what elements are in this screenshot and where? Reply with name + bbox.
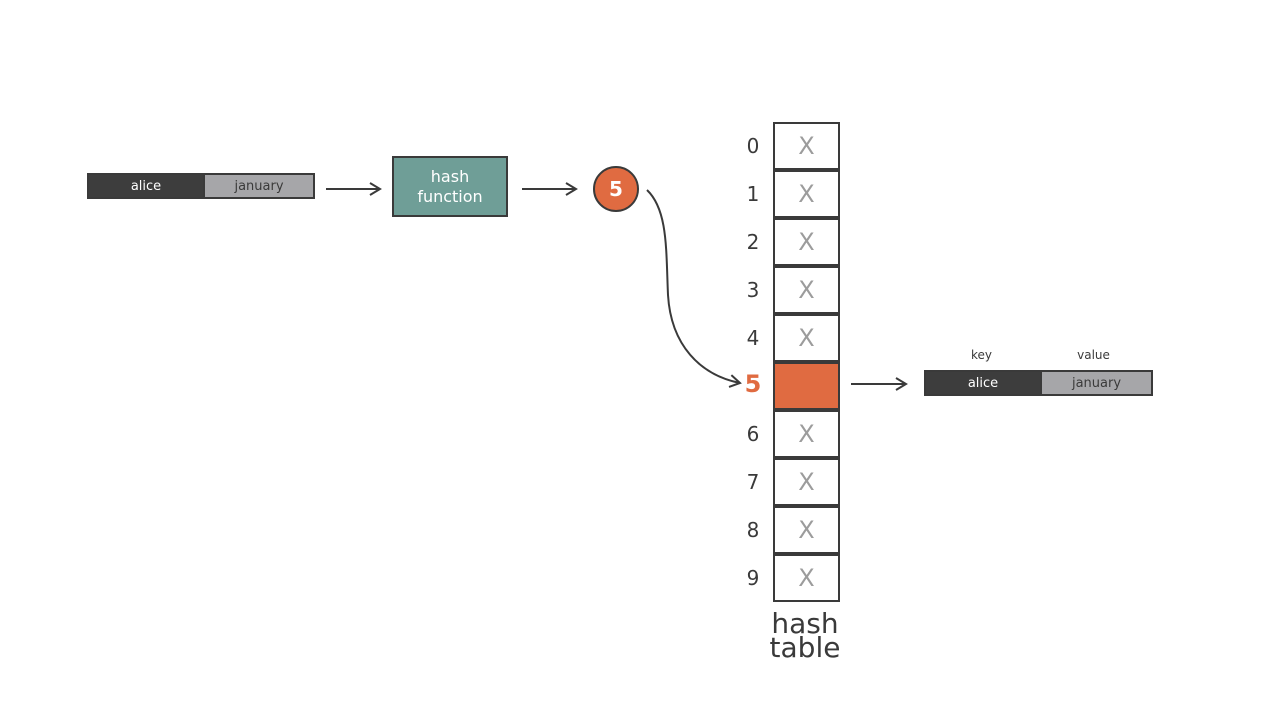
slot-marker: X	[798, 132, 815, 160]
slot-marker: X	[798, 516, 815, 544]
key-column-header: key	[970, 348, 992, 362]
hash-result-circle: 5	[593, 166, 639, 212]
table-index-3: 3	[746, 278, 760, 302]
hash-table-label: hash table	[755, 607, 855, 664]
table-index-9: 9	[746, 566, 760, 590]
table-slot-empty: X	[773, 170, 840, 218]
hash-table-label-line2: table	[769, 631, 841, 664]
table-slot-filled	[773, 362, 840, 410]
table-slot-empty: X	[773, 410, 840, 458]
table-slot-empty: X	[773, 458, 840, 506]
slot-marker: X	[798, 276, 815, 304]
hash-result-value: 5	[609, 177, 623, 201]
table-slot-empty: X	[773, 122, 840, 170]
table-slot-empty: X	[773, 218, 840, 266]
output-key: alice	[926, 372, 1040, 394]
output-value: january	[1040, 372, 1151, 394]
table-index-4: 4	[746, 326, 760, 350]
table-index-0: 0	[746, 134, 760, 158]
table-index-5: 5	[744, 370, 762, 398]
slot-marker: X	[798, 564, 815, 592]
table-index-6: 6	[746, 422, 760, 446]
slot-marker: X	[798, 468, 815, 496]
table-slot-empty: X	[773, 266, 840, 314]
hash-function-label-line2: function	[417, 186, 483, 206]
hash-table-label-line1: hash	[771, 607, 839, 640]
value-column-header: value	[1077, 348, 1110, 362]
slot-marker: X	[798, 420, 815, 448]
slot-marker: X	[798, 180, 815, 208]
arrow-result-to-index	[646, 189, 742, 388]
input-value: january	[203, 175, 313, 197]
hash-function-box: hash function	[392, 156, 508, 217]
table-slot-empty: X	[773, 314, 840, 362]
table-index-8: 8	[746, 518, 760, 542]
output-key-value-pair: alice january	[924, 370, 1153, 396]
hash-function-label-line1: hash	[430, 166, 470, 186]
slot-marker: X	[798, 324, 815, 352]
table-index-7: 7	[746, 470, 760, 494]
input-key-value-pair: alice january	[87, 173, 315, 199]
table-slot-empty: X	[773, 506, 840, 554]
table-slot-empty: X	[773, 554, 840, 602]
slot-marker: X	[798, 228, 815, 256]
table-index-1: 1	[746, 182, 760, 206]
input-key: alice	[89, 175, 203, 197]
table-index-2: 2	[746, 230, 760, 254]
